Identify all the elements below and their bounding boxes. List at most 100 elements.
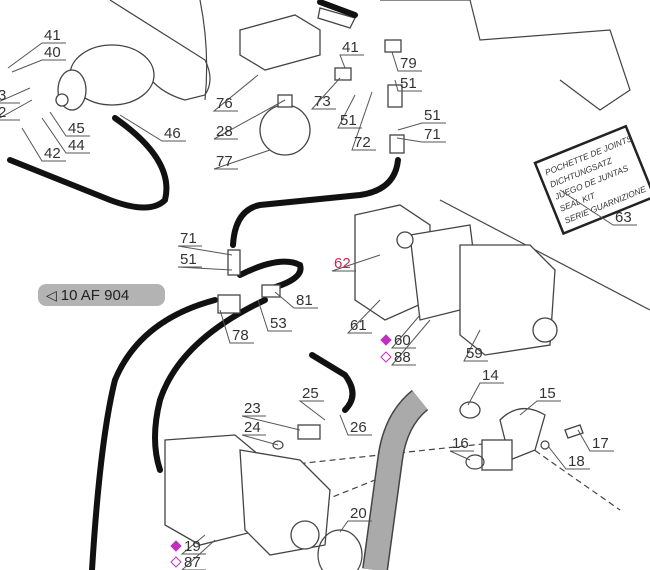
callout-72[interactable]: 72 bbox=[351, 91, 376, 151]
callout-number: 44 bbox=[68, 137, 85, 154]
callout-15[interactable]: 15 bbox=[519, 385, 561, 416]
accumulator-77 bbox=[259, 94, 311, 156]
callout-number: 61 bbox=[350, 317, 367, 334]
hollow-diamond-icon bbox=[380, 351, 392, 363]
callout-2[interactable]: 2 bbox=[0, 99, 33, 121]
callout-71[interactable]: 71 bbox=[177, 230, 233, 256]
pump-assembly-upper bbox=[354, 204, 558, 356]
callout-25[interactable]: 25 bbox=[298, 385, 326, 421]
leader-line bbox=[394, 79, 422, 92]
hose-mid bbox=[237, 258, 304, 293]
callout-44[interactable]: 44 bbox=[41, 117, 90, 154]
callout-number: 24 bbox=[244, 419, 261, 436]
callout-76[interactable]: 76 bbox=[212, 74, 259, 112]
callout-51[interactable]: 51 bbox=[394, 75, 422, 92]
callout-87[interactable]: 87 bbox=[170, 539, 216, 570]
callout-46[interactable]: 46 bbox=[119, 114, 186, 142]
leader-line bbox=[180, 534, 206, 555]
callout-14[interactable]: 14 bbox=[467, 367, 504, 406]
callout-26[interactable]: 26 bbox=[339, 414, 372, 436]
callout-17[interactable]: 17 bbox=[577, 429, 614, 452]
leader-line bbox=[177, 245, 233, 256]
callout-28[interactable]: 28 bbox=[213, 99, 286, 140]
leader-line bbox=[391, 51, 422, 72]
callout-16[interactable]: 16 bbox=[449, 435, 474, 461]
callout-53[interactable]: 53 bbox=[257, 299, 292, 332]
callout-number: 25 bbox=[302, 385, 319, 402]
callout-19[interactable]: 19 bbox=[170, 534, 206, 555]
callout-number: 42 bbox=[44, 145, 61, 162]
hose-long-2 bbox=[152, 297, 268, 473]
leader-line bbox=[11, 59, 66, 73]
callout-number: 19 bbox=[184, 538, 201, 555]
suction-pipe bbox=[363, 391, 428, 570]
callout-45[interactable]: 45 bbox=[49, 111, 90, 137]
filled-diamond-icon bbox=[380, 334, 392, 346]
reference-badge[interactable]: ◁10 AF 904 bbox=[38, 284, 165, 306]
callout-number: 71 bbox=[424, 126, 441, 143]
callout-number: 78 bbox=[232, 327, 249, 344]
callout-number: 72 bbox=[354, 134, 371, 151]
callout-60[interactable]: 60 bbox=[380, 314, 421, 349]
callout-40[interactable]: 40 bbox=[11, 44, 66, 73]
callout-number: 26 bbox=[350, 419, 367, 436]
callout-number: 53 bbox=[270, 315, 287, 332]
callout-23[interactable]: 23 bbox=[241, 400, 301, 431]
callout-number: 51 bbox=[180, 251, 197, 268]
callout-88[interactable]: 88 bbox=[380, 319, 431, 366]
callout-number: 77 bbox=[216, 153, 233, 170]
callout-41[interactable]: 41 bbox=[7, 27, 66, 69]
leader-line bbox=[213, 149, 271, 170]
leader-line bbox=[390, 314, 421, 349]
leader-line bbox=[0, 87, 31, 104]
callout-79[interactable]: 79 bbox=[391, 51, 422, 72]
callout-78[interactable]: 78 bbox=[219, 309, 254, 344]
callout-77[interactable]: 77 bbox=[213, 149, 271, 170]
callout-41[interactable]: 41 bbox=[339, 39, 364, 69]
callout-number: 46 bbox=[164, 125, 181, 142]
leader-line bbox=[0, 99, 33, 121]
callout-number: 59 bbox=[466, 345, 483, 362]
leader-line bbox=[351, 91, 376, 151]
callout-71[interactable]: 71 bbox=[396, 126, 446, 143]
callout-number: 28 bbox=[216, 123, 233, 140]
leader-line bbox=[331, 254, 381, 272]
callout-number: 76 bbox=[216, 95, 233, 112]
callout-number: 45 bbox=[68, 120, 85, 137]
hose-long-1 bbox=[89, 297, 218, 570]
leader-line bbox=[339, 520, 372, 533]
callout-59[interactable]: 59 bbox=[463, 329, 488, 362]
callout-number: 40 bbox=[44, 44, 61, 61]
callout-42[interactable]: 42 bbox=[21, 127, 66, 162]
callout-63[interactable]: 63 bbox=[559, 189, 637, 226]
callout-number: 51 bbox=[340, 112, 357, 129]
callout-number: 20 bbox=[350, 505, 367, 522]
callout-24[interactable]: 24 bbox=[241, 419, 279, 446]
leader-line bbox=[337, 94, 362, 129]
leader-line bbox=[390, 319, 431, 366]
callout-number: 15 bbox=[539, 385, 556, 402]
pump-assembly-lower bbox=[164, 434, 331, 556]
callout-number: 17 bbox=[592, 435, 609, 452]
hose-left bbox=[7, 115, 170, 211]
callout-number: 87 bbox=[184, 554, 201, 570]
callout-18[interactable]: 18 bbox=[547, 445, 590, 470]
callout-number: 81 bbox=[296, 292, 313, 309]
callout-81[interactable]: 81 bbox=[274, 291, 318, 309]
leader-line bbox=[346, 299, 381, 334]
callout-51[interactable]: 51 bbox=[337, 94, 362, 129]
leader-line bbox=[7, 42, 66, 69]
filled-diamond-icon bbox=[170, 540, 182, 552]
callout-62[interactable]: 62 bbox=[331, 254, 381, 272]
leader-line bbox=[463, 329, 488, 362]
callout-51[interactable]: 51 bbox=[397, 107, 446, 131]
callout-73[interactable]: 73 bbox=[310, 77, 341, 110]
leader-line bbox=[577, 429, 614, 452]
callout-61[interactable]: 61 bbox=[346, 299, 381, 334]
arrow-reference-icon: ◁ bbox=[46, 287, 57, 303]
callout-51[interactable]: 51 bbox=[177, 251, 233, 271]
callout-20[interactable]: 20 bbox=[339, 505, 372, 533]
callout-3[interactable]: 3 bbox=[0, 87, 31, 104]
leader-line bbox=[119, 114, 186, 142]
